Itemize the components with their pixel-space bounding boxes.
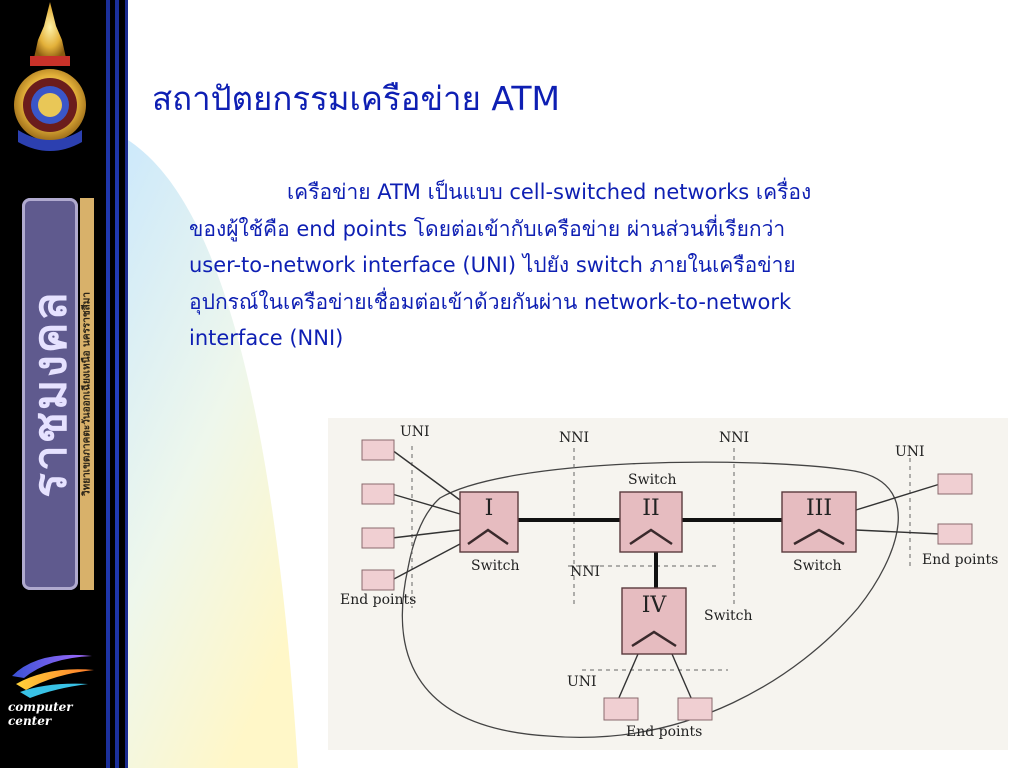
- vertical-title: ราชมงคล วิทยาเขตภาคตะวันออกเฉียงเหนือ นค…: [22, 198, 94, 590]
- uni-link: [391, 543, 461, 581]
- end-point-box: [361, 527, 395, 549]
- uni-label: UNI: [400, 424, 430, 440]
- paragraph-line: อุปกรณ์ในเครือข่ายเชื่อมต่อเข้าด้วยกันผ่…: [189, 289, 792, 314]
- end-points-label: End points: [922, 552, 998, 568]
- switch-iv-label: IV: [642, 593, 668, 618]
- sidebar-branding: ราชมงคล วิทยาเขตภาคตะวันออกเฉียงเหนือ นค…: [0, 0, 128, 768]
- end-point-box: [677, 697, 713, 721]
- uni-label: UNI: [567, 674, 597, 690]
- vertical-subtitle: วิทยาเขตภาคตะวันออกเฉียงเหนือ นครราชสีมา: [80, 198, 94, 590]
- end-point-box: [361, 483, 395, 505]
- uni-link: [617, 653, 639, 701]
- switch-ii: II: [619, 491, 683, 553]
- switch-ii-label: II: [642, 496, 659, 521]
- nni-label: NNI: [570, 564, 600, 580]
- atm-network-diagram: I II III IV UNI NNI NNI UNI Switch Switc…: [328, 418, 1008, 750]
- vertical-title-text: ราชมงคล: [22, 290, 77, 498]
- sidebar-stripe: [115, 0, 119, 768]
- switch-label: Switch: [471, 558, 520, 574]
- sidebar-stripe: [106, 0, 110, 768]
- switch-iv: IV: [621, 587, 687, 655]
- paragraph-line: user-to-network interface (UNI) ไปยัง sw…: [189, 253, 796, 277]
- switch-label: Switch: [628, 472, 677, 488]
- vertical-subtitle-text: วิทยาเขตภาคตะวันออกเฉียงเหนือ นครราชสีมา: [81, 292, 93, 496]
- switch-i-label: I: [485, 496, 494, 521]
- end-point-box: [937, 523, 973, 545]
- computer-center-logo-icon: [12, 654, 94, 698]
- sidebar-stripe: [125, 0, 128, 768]
- switch-label: Switch: [793, 558, 842, 574]
- background-swoosh: [128, 140, 298, 768]
- uni-link: [391, 493, 461, 515]
- paragraph-line: ของผู้ใช้คือ end points โดยต่อเข้ากับเคร…: [189, 216, 786, 241]
- uni-link: [671, 653, 693, 701]
- body-paragraph: เครือข่าย ATM เป็นแบบ cell-switched netw…: [189, 174, 989, 357]
- paragraph-line: เครือข่าย ATM เป็นแบบ cell-switched netw…: [287, 180, 812, 204]
- slide-title: สถาปัตยกรรมเครือข่าย ATM: [152, 79, 561, 118]
- nni-label: NNI: [559, 430, 589, 446]
- end-points-label: End points: [340, 592, 416, 608]
- switch-i: I: [459, 491, 519, 553]
- switch-iii: III: [781, 491, 857, 553]
- computer-center-label: computer center: [8, 700, 73, 728]
- end-point-box: [603, 697, 639, 721]
- vertical-title-main: ราชมงคล: [22, 198, 78, 590]
- switch-iii-label: III: [806, 496, 832, 521]
- network-boundary: [401, 461, 899, 738]
- uni-link: [855, 483, 941, 511]
- university-emblem-icon: [14, 2, 86, 151]
- uni-label: UNI: [895, 444, 925, 460]
- uni-link: [391, 449, 461, 501]
- end-point-box: [937, 473, 973, 495]
- uni-link: [391, 529, 461, 539]
- end-point-box: [361, 439, 395, 461]
- paragraph-line: interface (NNI): [189, 326, 344, 350]
- end-points-label: End points: [626, 724, 702, 740]
- uni-link: [855, 529, 941, 535]
- switch-label: Switch: [704, 608, 753, 624]
- nni-label: NNI: [719, 430, 749, 446]
- end-point-box: [361, 569, 395, 591]
